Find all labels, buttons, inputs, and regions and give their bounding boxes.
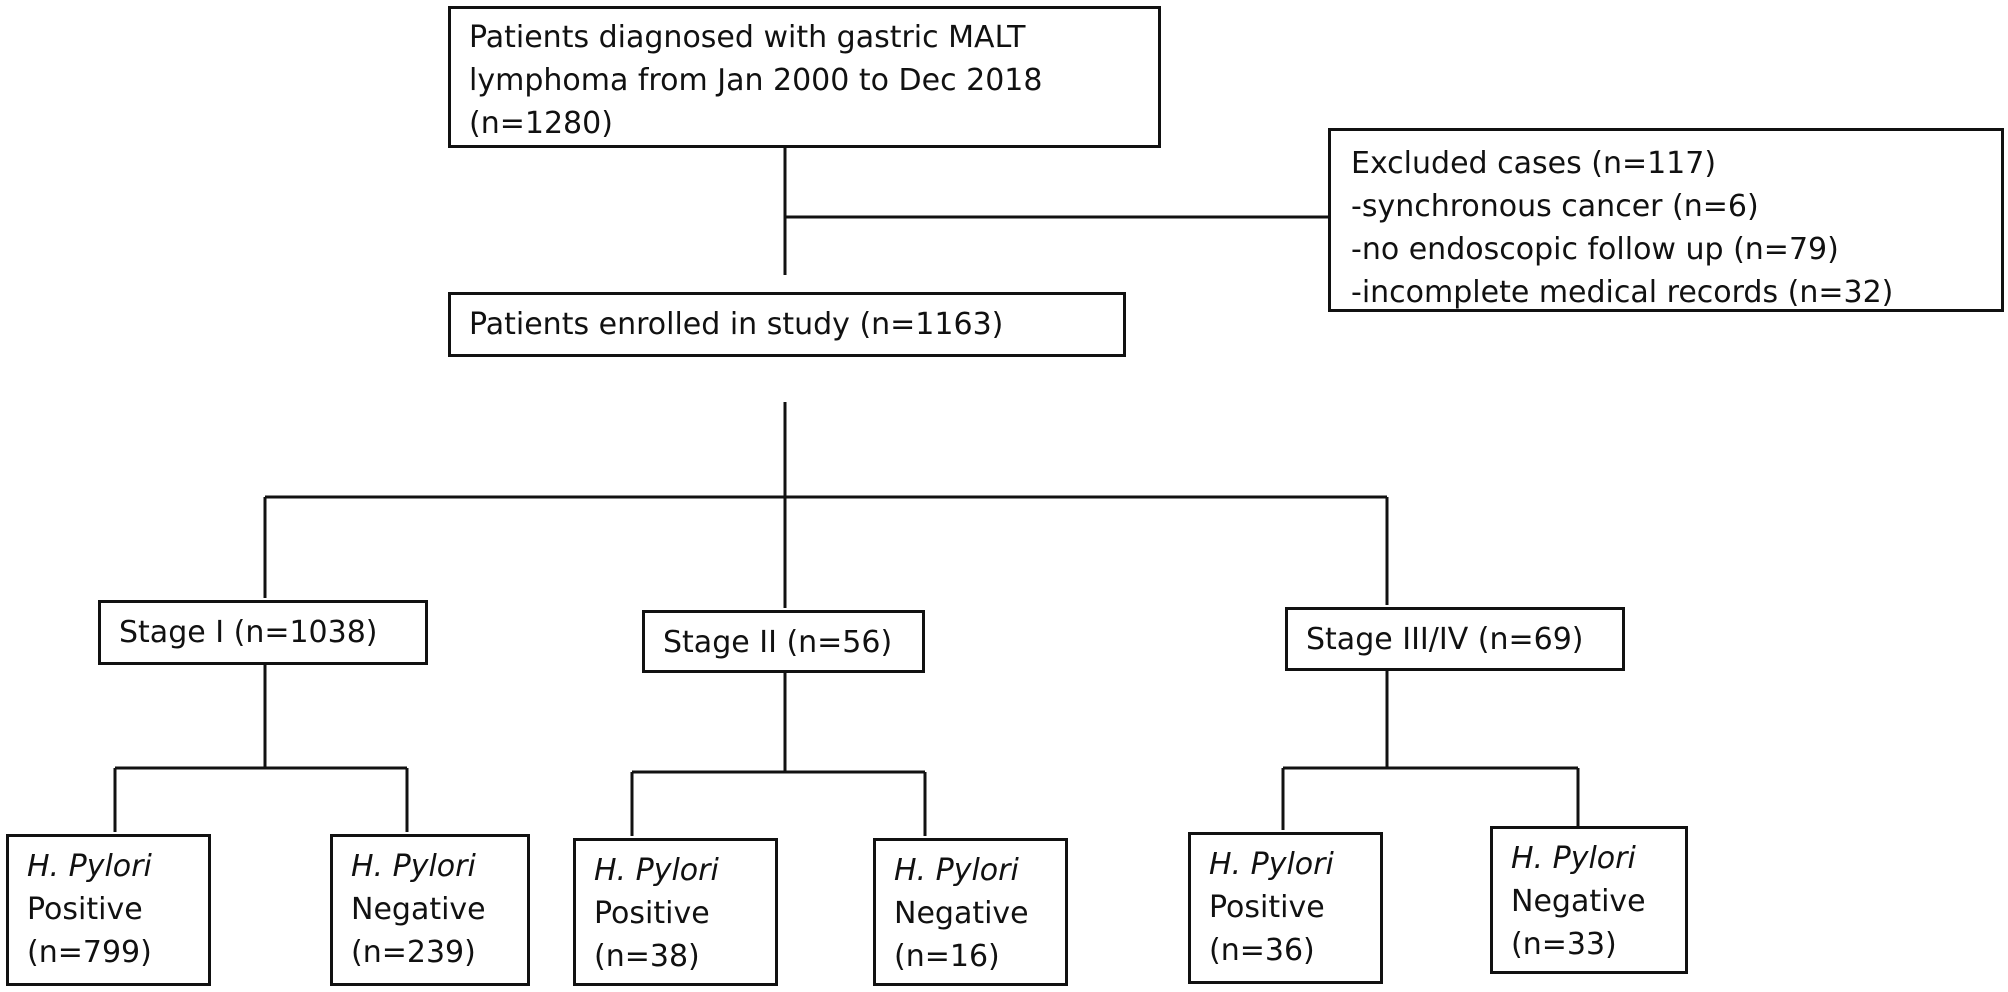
hp-organism: H. Pylori <box>27 849 152 884</box>
hp-box-stage-2-positive: H. Pylori Positive (n=38) <box>573 838 778 986</box>
hp-status: Positive <box>1209 890 1325 925</box>
hp-status: Negative <box>894 896 1029 931</box>
hp-box-stage-3-4-positive: H. Pylori Positive (n=36) <box>1188 832 1383 984</box>
excluded-line-4: -incomplete medical records (n=32) <box>1351 275 1894 310</box>
stage-1-box: Stage I (n=1038) <box>98 600 428 665</box>
stage-3-4-label: Stage III/IV (n=69) <box>1306 622 1584 657</box>
excluded-line-3: -no endoscopic follow up (n=79) <box>1351 232 1839 267</box>
stage-1-label: Stage I (n=1038) <box>119 615 378 650</box>
hp-box-stage-3-4-negative: H. Pylori Negative (n=33) <box>1490 826 1688 974</box>
diagnosed-line-1: Patients diagnosed with gastric MALT <box>469 20 1026 55</box>
hp-count: (n=33) <box>1511 927 1617 962</box>
enrolled-box: Patients enrolled in study (n=1163) <box>448 292 1126 357</box>
diagnosed-line-3: (n=1280) <box>469 106 613 141</box>
diagnosed-line-2: lymphoma from Jan 2000 to Dec 2018 <box>469 63 1043 98</box>
hp-organism: H. Pylori <box>351 849 476 884</box>
hp-count: (n=799) <box>27 935 152 970</box>
stage-2-label: Stage II (n=56) <box>663 625 893 660</box>
hp-box-stage-1-positive: H. Pylori Positive (n=799) <box>6 834 211 986</box>
hp-count: (n=38) <box>594 939 700 974</box>
hp-organism: H. Pylori <box>1511 841 1636 876</box>
excluded-line-2: -synchronous cancer (n=6) <box>1351 189 1759 224</box>
excluded-box: Excluded cases (n=117) -synchronous canc… <box>1328 128 2004 312</box>
enrolled-label: Patients enrolled in study (n=1163) <box>469 307 1004 342</box>
hp-box-stage-2-negative: H. Pylori Negative (n=16) <box>873 838 1068 986</box>
hp-organism: H. Pylori <box>1209 847 1334 882</box>
hp-count: (n=36) <box>1209 933 1315 968</box>
stage-3-4-box: Stage III/IV (n=69) <box>1285 607 1625 671</box>
hp-status: Negative <box>351 892 486 927</box>
hp-status: Positive <box>594 896 710 931</box>
hp-count: (n=16) <box>894 939 1000 974</box>
hp-organism: H. Pylori <box>894 853 1019 888</box>
hp-status: Negative <box>1511 884 1646 919</box>
hp-box-stage-1-negative: H. Pylori Negative (n=239) <box>330 834 530 986</box>
excluded-line-1: Excluded cases (n=117) <box>1351 146 1717 181</box>
diagnosed-box: Patients diagnosed with gastric MALT lym… <box>448 6 1161 148</box>
hp-count: (n=239) <box>351 935 476 970</box>
hp-organism: H. Pylori <box>594 853 719 888</box>
stage-2-box: Stage II (n=56) <box>642 610 925 673</box>
hp-status: Positive <box>27 892 143 927</box>
